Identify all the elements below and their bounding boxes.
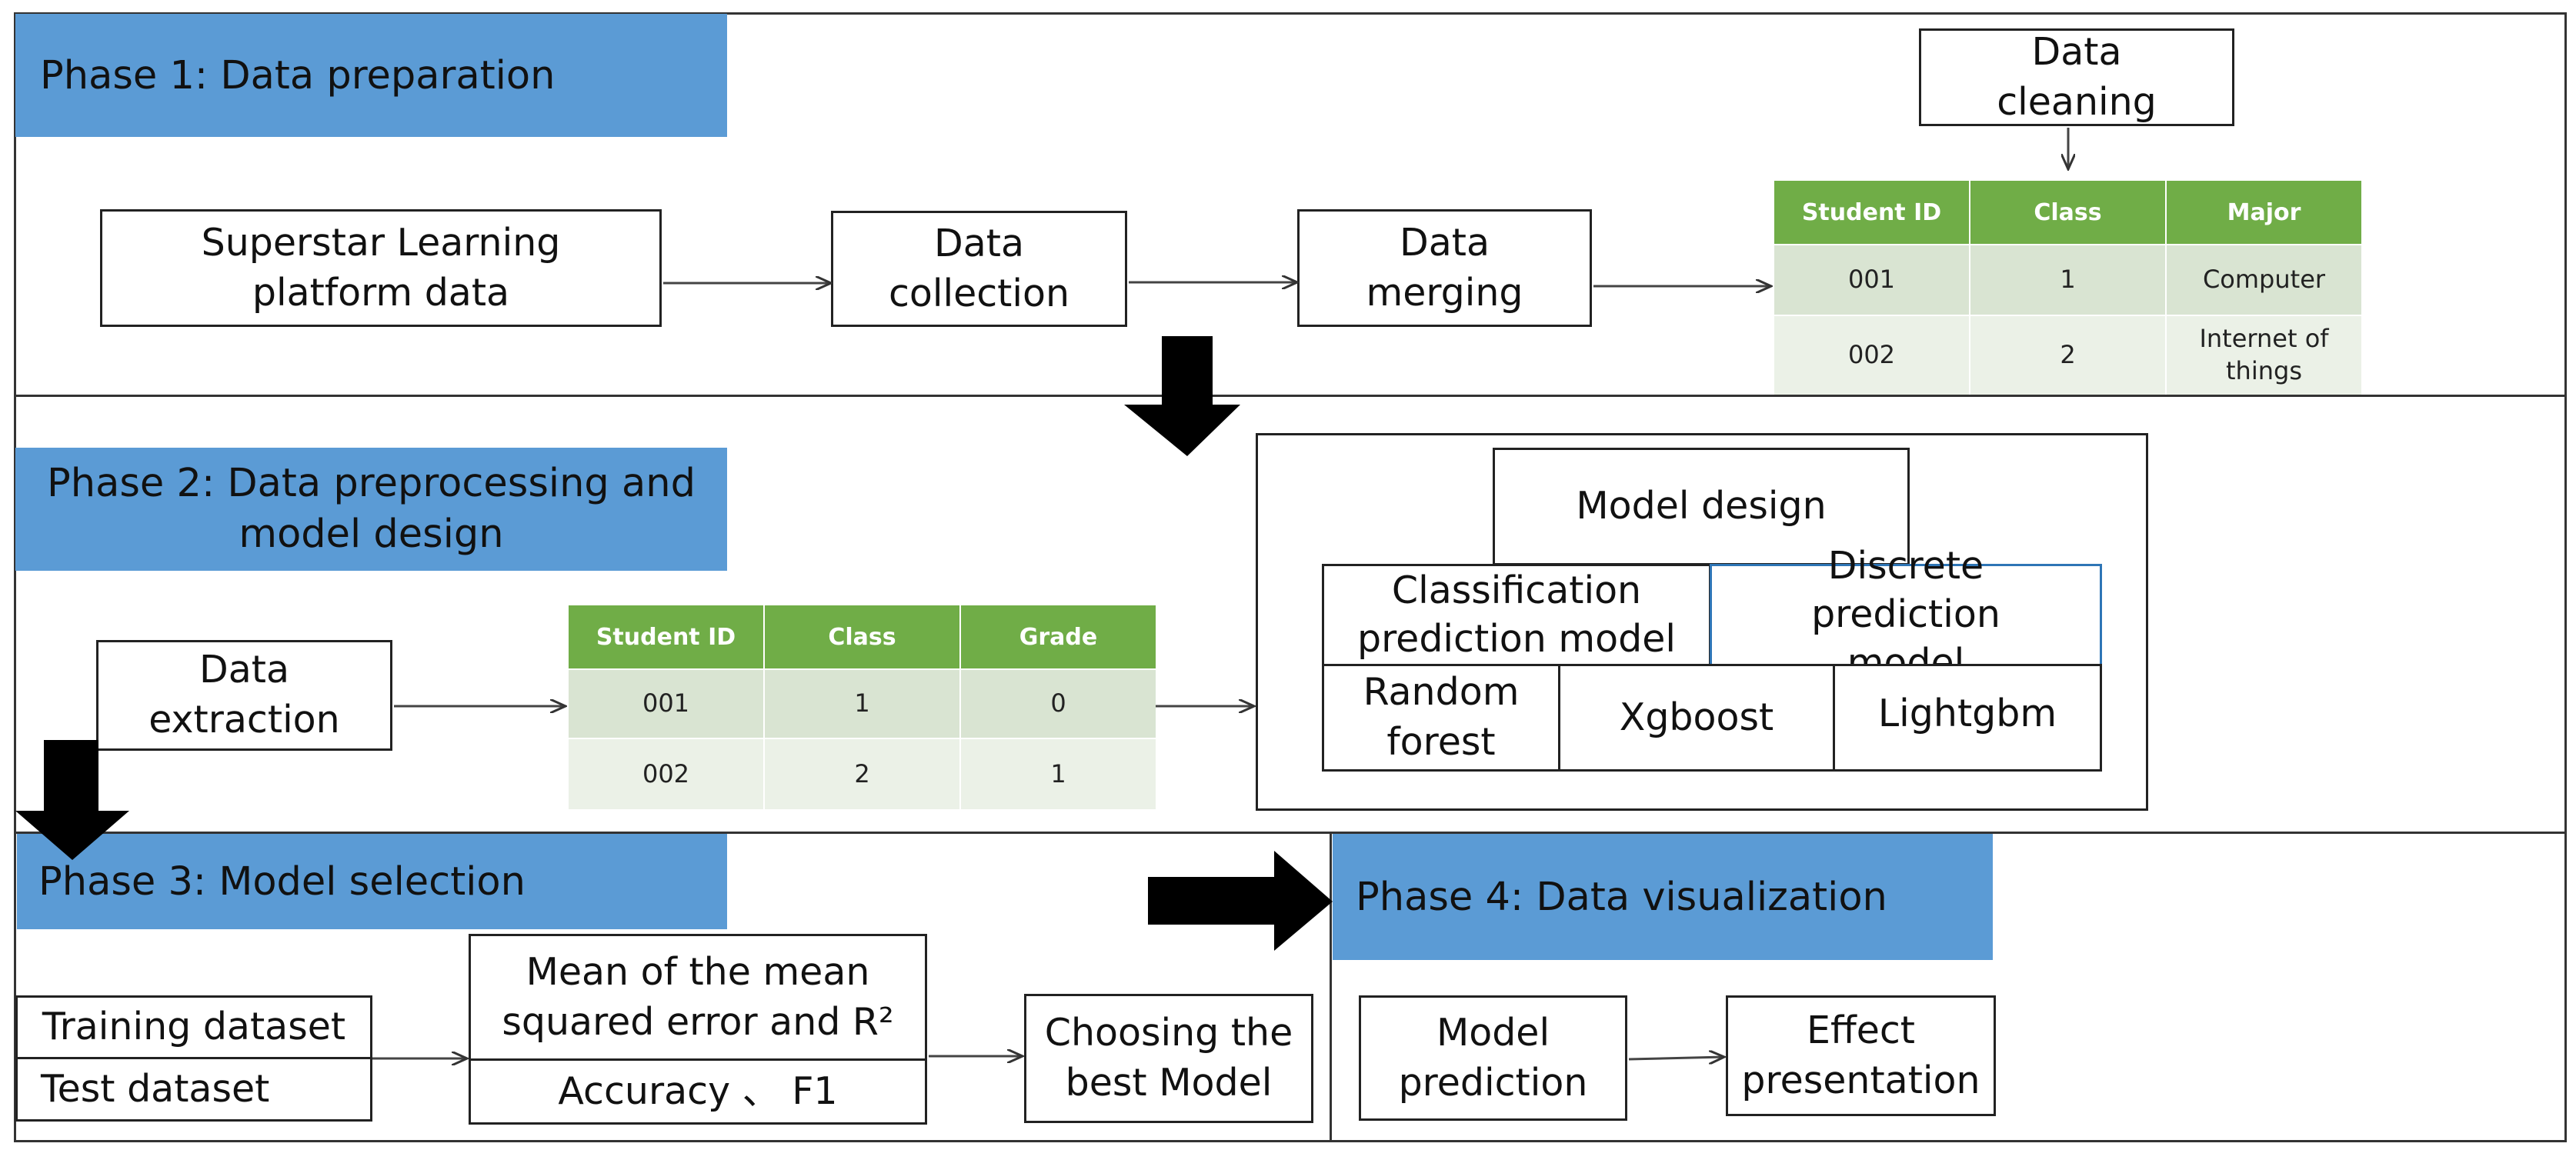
table-cell: 001: [1774, 245, 1969, 315]
arrow-prediction-to-presentation: [1628, 1057, 1724, 1059]
table-cell: 1: [961, 739, 1156, 809]
phase2-title: Phase 2: Data preprocessing and model de…: [47, 460, 696, 557]
phase2-header: Phase 2: Data preprocessing and model de…: [15, 448, 727, 571]
xgboost-box: Xgboost: [1558, 664, 1835, 772]
table-cell: Computer: [2167, 245, 2361, 315]
discrete-model-box: Discrete prediction model: [1710, 544, 2102, 685]
table-header-cell: Class: [765, 605, 959, 668]
data-cleaning-box: Data cleaning: [1919, 28, 2234, 126]
table-header-cell: Class: [1970, 181, 2165, 244]
model-prediction-box: Model prediction: [1359, 995, 1627, 1121]
block-arrow-phase2-to-phase3: [15, 740, 129, 860]
student-grade-table: Student ID Class Grade 001 1 0 002 2 1: [569, 605, 1156, 809]
table-cell: 2: [765, 739, 959, 809]
table-cell: 002: [1774, 316, 1969, 395]
table-cell: 1: [765, 670, 959, 738]
block-arrow-phase3-to-phase4: [1148, 851, 1333, 951]
random-forest-box: Random forest: [1322, 664, 1560, 772]
classification-model-box: Classification prediction model: [1322, 564, 1711, 666]
frame-top-line: [14, 12, 2567, 15]
table-cell: Internet of things: [2167, 316, 2361, 395]
training-dataset-box: Training dataset: [15, 995, 372, 1059]
student-major-table: Student ID Class Major 001 1 Computer 00…: [1774, 181, 2361, 395]
superstar-platform-box: Superstar Learning platform data: [100, 209, 662, 327]
table-cell: 001: [569, 670, 763, 738]
phase3-header: Phase 3: Model selection: [17, 834, 727, 929]
data-collection-box: Data collection: [831, 211, 1127, 327]
data-merging-box: Data merging: [1297, 209, 1592, 327]
block-arrow-phase1-to-phase2: [1124, 336, 1240, 456]
phase1-header: Phase 1: Data preparation: [15, 14, 727, 137]
frame-bottom-line: [14, 1140, 2567, 1142]
table-cell: 0: [961, 670, 1156, 738]
test-dataset-box: Test dataset: [15, 1057, 372, 1122]
table-cell: 002: [569, 739, 763, 809]
lightgbm-box: Lightgbm: [1833, 664, 2102, 772]
table-header-cell: Student ID: [569, 605, 763, 668]
phase3-title: Phase 3: Model selection: [38, 858, 526, 905]
model-design-box: Model design: [1493, 448, 1910, 565]
frame-right-line: [2564, 12, 2567, 1142]
accuracy-f1-box: Accuracy 、 F1: [469, 1058, 927, 1125]
table-cell: 2: [1970, 316, 2165, 395]
table-cell: 1: [1970, 245, 2165, 315]
phase4-title: Phase 4: Data visualization: [1356, 874, 1887, 920]
separator-phase3-phase4: [1330, 832, 1332, 1142]
best-model-box: Choosing the best Model: [1024, 994, 1313, 1123]
mse-r2-box: Mean of the mean squared error and R²: [469, 934, 927, 1061]
frame-left-line: [14, 12, 16, 1142]
table-header-cell: Major: [2167, 181, 2361, 244]
separator-phase1-phase2: [14, 395, 2567, 397]
phase4-header: Phase 4: Data visualization: [1333, 834, 1993, 960]
separator-phase2-phase3: [14, 832, 2567, 834]
data-extraction-box: Data extraction: [96, 640, 392, 751]
phase1-title: Phase 1: Data preparation: [40, 52, 556, 98]
table-header-cell: Student ID: [1774, 181, 1969, 244]
table-header-cell: Grade: [961, 605, 1156, 668]
effect-presentation-box: Effect presentation: [1726, 995, 1996, 1116]
